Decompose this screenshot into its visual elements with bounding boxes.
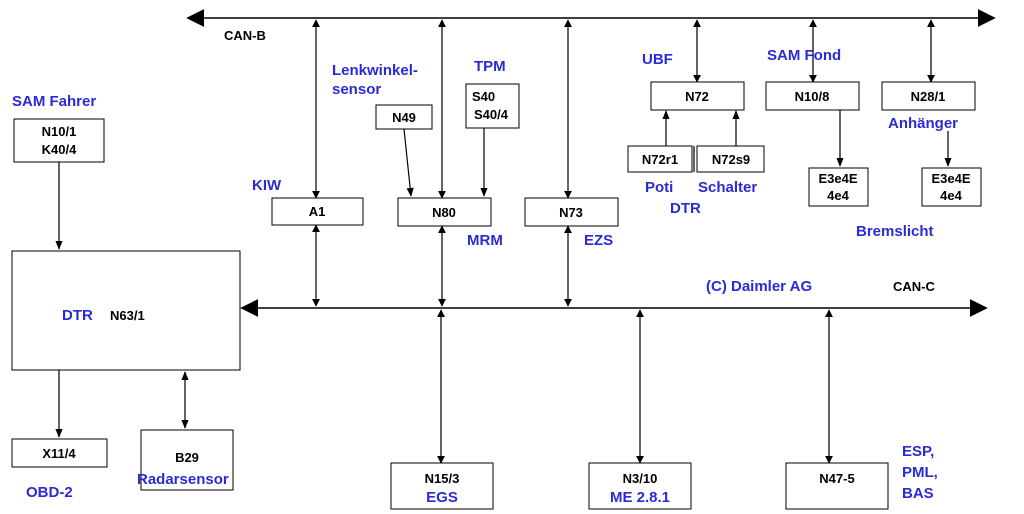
radarsensor-label: Radarsensor (137, 471, 229, 488)
n63-1-label: N63/1 (110, 308, 145, 323)
n10-8-label: N10/8 (795, 89, 830, 104)
lenkwinkel-label-line2: sensor (332, 81, 381, 98)
n80-module-box (397, 197, 492, 227)
dtr-sub-label: DTR (670, 200, 701, 217)
e3e4-right-module-box (921, 167, 982, 207)
dtr-n63-1-module-box (11, 250, 241, 371)
n3-10-module-box (588, 462, 692, 510)
x11-4-module-box (11, 438, 108, 468)
n10-1-label: N10/1 (42, 124, 77, 139)
n72s9-module-box (696, 145, 765, 173)
n73-label: N73 (559, 205, 583, 220)
s40-label: S40 (472, 89, 495, 104)
n72-module-box (650, 81, 745, 111)
n72-label: N72 (685, 89, 709, 104)
e3e4-right-line2: 4e4 (940, 188, 962, 203)
n49-label: N49 (392, 110, 416, 125)
poti-label: Poti (645, 179, 673, 196)
ezs-label: EZS (584, 232, 613, 249)
n49-to-n80-arrow (403, 128, 414, 197)
s40-4-label: S40/4 (474, 107, 509, 122)
n3-10-label: N3/10 (623, 471, 658, 486)
sam-fahrer-label: SAM Fahrer (12, 93, 96, 110)
e3e4-left-line1: E3e4E (818, 171, 857, 186)
me281-label: ME 2.8.1 (610, 489, 670, 506)
n47-5-label: N47-5 (819, 471, 854, 486)
egs-label: EGS (426, 489, 458, 506)
n47-5-module-box (785, 462, 889, 510)
n15-3-label: N15/3 (425, 471, 460, 486)
bremslicht-label: Bremslicht (856, 223, 934, 240)
lenkwinkel-label-line1: Lenkwinkel- (332, 62, 418, 79)
n80-label: N80 (432, 205, 456, 220)
mrm-label: MRM (467, 232, 503, 249)
n49-module-box (375, 104, 433, 130)
anhaenger-label: Anhänger (888, 115, 958, 132)
n10-8-module-box (765, 81, 860, 111)
n10-1-module-box (13, 118, 105, 163)
b29-label: B29 (175, 450, 199, 465)
tpm-label: TPM (474, 58, 506, 75)
n72s9-label: N72s9 (712, 152, 750, 167)
can-b-label: CAN-B (224, 28, 266, 43)
can-c-label: CAN-C (893, 279, 935, 294)
n28-1-label: N28/1 (911, 89, 946, 104)
a1-module-box (271, 197, 364, 226)
pml-label: PML, (902, 464, 938, 481)
copyright-label: (C) Daimler AG (706, 278, 812, 295)
n73-module-box (524, 197, 619, 227)
dtr-main-label: DTR (62, 307, 93, 324)
esp-label: ESP, (902, 443, 934, 460)
ubf-label: UBF (642, 51, 673, 68)
schalter-label: Schalter (698, 179, 757, 196)
s40-module-box (465, 83, 520, 129)
n72r1-label: N72r1 (642, 152, 678, 167)
n15-3-module-box (390, 462, 494, 510)
bas-label: BAS (902, 485, 934, 502)
b29-module-box (140, 429, 234, 491)
e3e4-left-module-box (808, 167, 869, 207)
k40-4-label: K40/4 (42, 142, 77, 157)
n72r1-module-box (627, 145, 693, 173)
e3e4-right-line1: E3e4E (931, 171, 970, 186)
sam-fond-label: SAM Fond (767, 47, 841, 64)
e3e4-left-line2: 4e4 (827, 188, 849, 203)
n28-1-module-box (881, 81, 976, 111)
x11-4-label: X11/4 (42, 446, 76, 461)
a1-label: A1 (309, 204, 326, 219)
obd2-label: OBD-2 (26, 484, 73, 501)
kiw-label: KIW (252, 177, 282, 194)
